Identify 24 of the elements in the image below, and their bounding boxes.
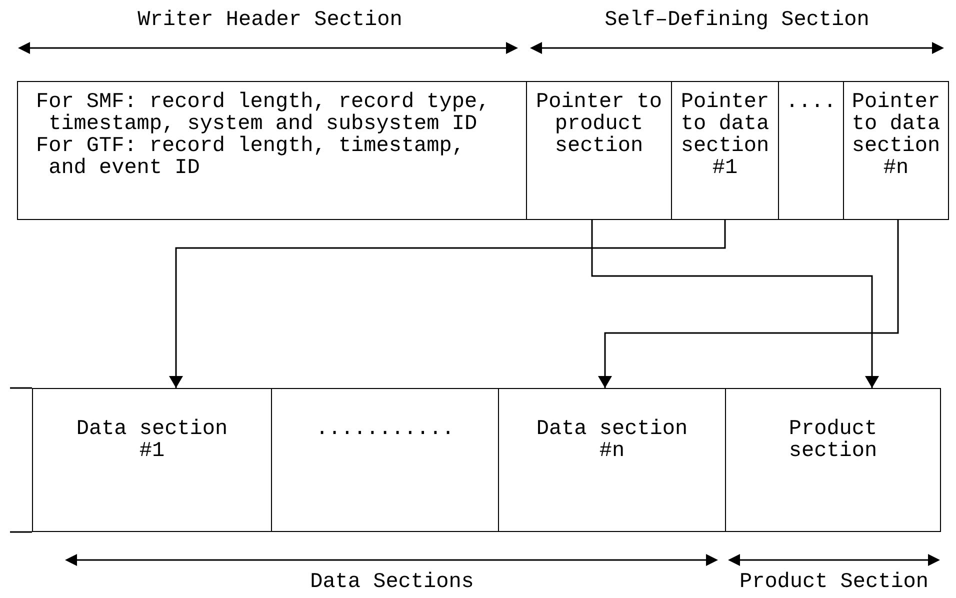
section-cell (725, 388, 941, 532)
cell-text: For GTF: record length, timestamp, and event ID (36, 136, 466, 180)
section-label: Self–Defining Section (604, 10, 870, 32)
cell-text: .... (786, 92, 836, 114)
section-cell (32, 388, 272, 532)
cell-text: Product section (788, 419, 878, 463)
cell-text: Data section #n (535, 419, 689, 463)
cell-text: Pointer to data section #1 (680, 92, 770, 180)
section-cell (498, 388, 726, 532)
section-label: Product Section (739, 572, 929, 594)
cell-text: ........... (316, 419, 454, 441)
section-cell (526, 81, 672, 220)
section-cell (843, 81, 949, 220)
section-cell (271, 388, 499, 532)
section-cell (778, 81, 844, 220)
section-label: Data Sections (310, 572, 474, 594)
section-cell (17, 81, 527, 220)
cell-text: Pointer to product section (536, 92, 662, 158)
cell-text: For SMF: record length, record type, timestamp, system and subsystem ID (36, 92, 491, 136)
cell-text: Data section #1 (75, 419, 229, 463)
connector-arrow (169, 220, 726, 388)
section-cell (671, 81, 779, 220)
section-label: Writer Header Section (138, 10, 402, 32)
cell-text: Pointer to data section #n (852, 92, 940, 180)
